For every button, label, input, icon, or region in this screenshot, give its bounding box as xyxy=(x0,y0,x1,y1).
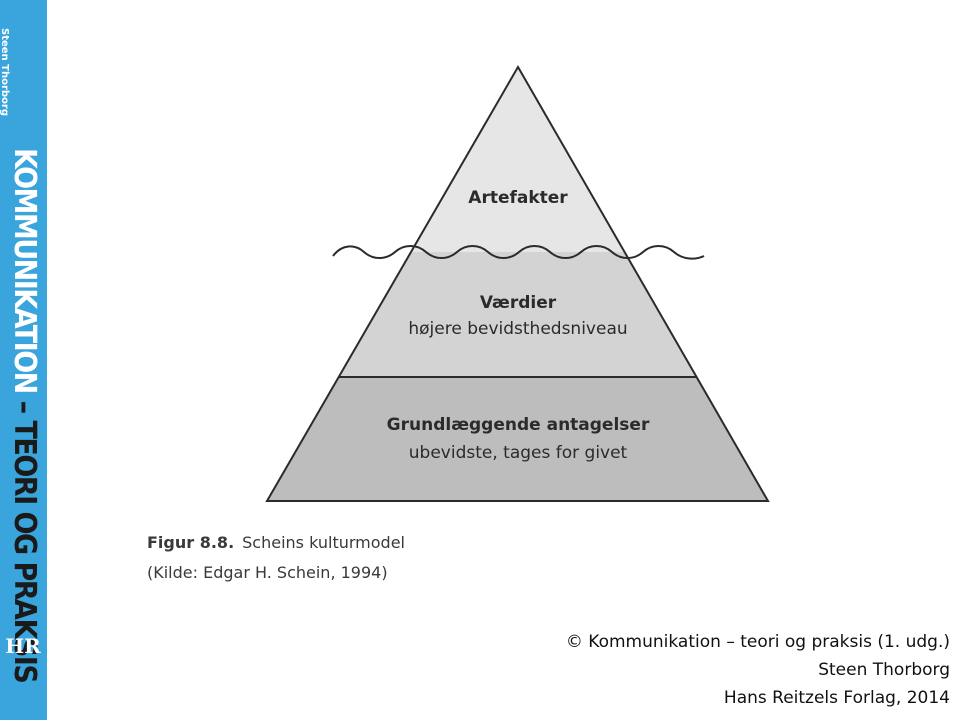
copyright-line-2: Steen Thorborg xyxy=(818,660,950,680)
copyright-block: © Kommunikation – teori og praksis (1. u… xyxy=(566,628,950,712)
layer-artifacts-shape xyxy=(411,67,625,252)
publisher-logo-icon: HR xyxy=(5,634,41,658)
figure-label: Figur 8.8. xyxy=(147,533,235,552)
book-spine: Steen Thorborg KOMMUNIKATION – TEORI OG … xyxy=(0,0,47,720)
figure-caption: Figur 8.8. Scheins kulturmodel (Kilde: Ed… xyxy=(147,528,405,588)
copyright-line-3: Hans Reitzels Forlag, 2014 xyxy=(723,688,950,708)
layer-values-subtitle: højere bevidsthedsniveau xyxy=(408,319,627,339)
layer-assumptions-title: Grundlæggende antagelser xyxy=(387,415,650,435)
layer-artifacts-title: Artefakter xyxy=(468,188,568,208)
layer-assumptions-subtitle: ubevidste, tages for givet xyxy=(409,443,628,463)
layer-assumptions-shape xyxy=(267,377,768,501)
figure-title: Scheins kulturmodel xyxy=(242,533,405,552)
layer-values-title: Værdier xyxy=(480,293,557,313)
figure-source: (Kilde: Edgar H. Schein, 1994) xyxy=(147,563,388,582)
layer-values-shape xyxy=(339,252,696,377)
waterline xyxy=(332,245,705,260)
copyright-line-1: © Kommunikation – teori og praksis (1. u… xyxy=(565,632,950,652)
caption-line: Figur 8.8. Scheins kulturmodel xyxy=(147,528,405,558)
pyramid-outline xyxy=(265,64,770,502)
